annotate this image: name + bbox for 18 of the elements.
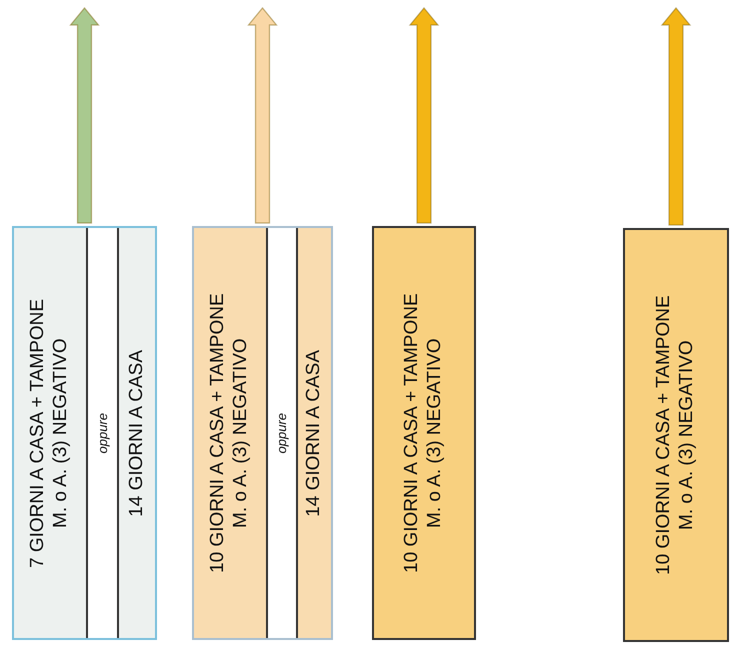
- arrow: [247, 7, 278, 224]
- option-panel: [192, 226, 333, 640]
- rule-label: 10 GIORNI A CASA + TAMPONE M. o A. (3) NEGATIVO: [401, 292, 446, 575]
- rule-label: 14 GIORNI A CASA: [303, 350, 326, 516]
- arrow: [408, 7, 440, 224]
- alternative-text-strip: [268, 228, 298, 638]
- rule-label: 10 GIORNI A CASA + TAMPONE M. o A. (3) NEGATIVO: [207, 292, 252, 575]
- arrow: [69, 7, 100, 224]
- alternative-text-strip: [88, 228, 119, 638]
- rule-box-strip: [623, 228, 729, 642]
- rule-label: 7 GIORNI A CASA + TAMPONE M. o A. (3) NEGATIVO: [27, 297, 72, 570]
- rule-label: 10 GIORNI A CASA + TAMPONE M. o A. (3) NEGATIVO: [653, 294, 698, 577]
- alternative-label: oppure: [94, 412, 110, 454]
- rule-label: 14 GIORNI A CASA: [126, 350, 148, 516]
- alternative-label: oppure: [274, 412, 290, 454]
- option-panel: [12, 226, 157, 640]
- arrow: [660, 7, 692, 226]
- rule-box-strip: [372, 226, 476, 640]
